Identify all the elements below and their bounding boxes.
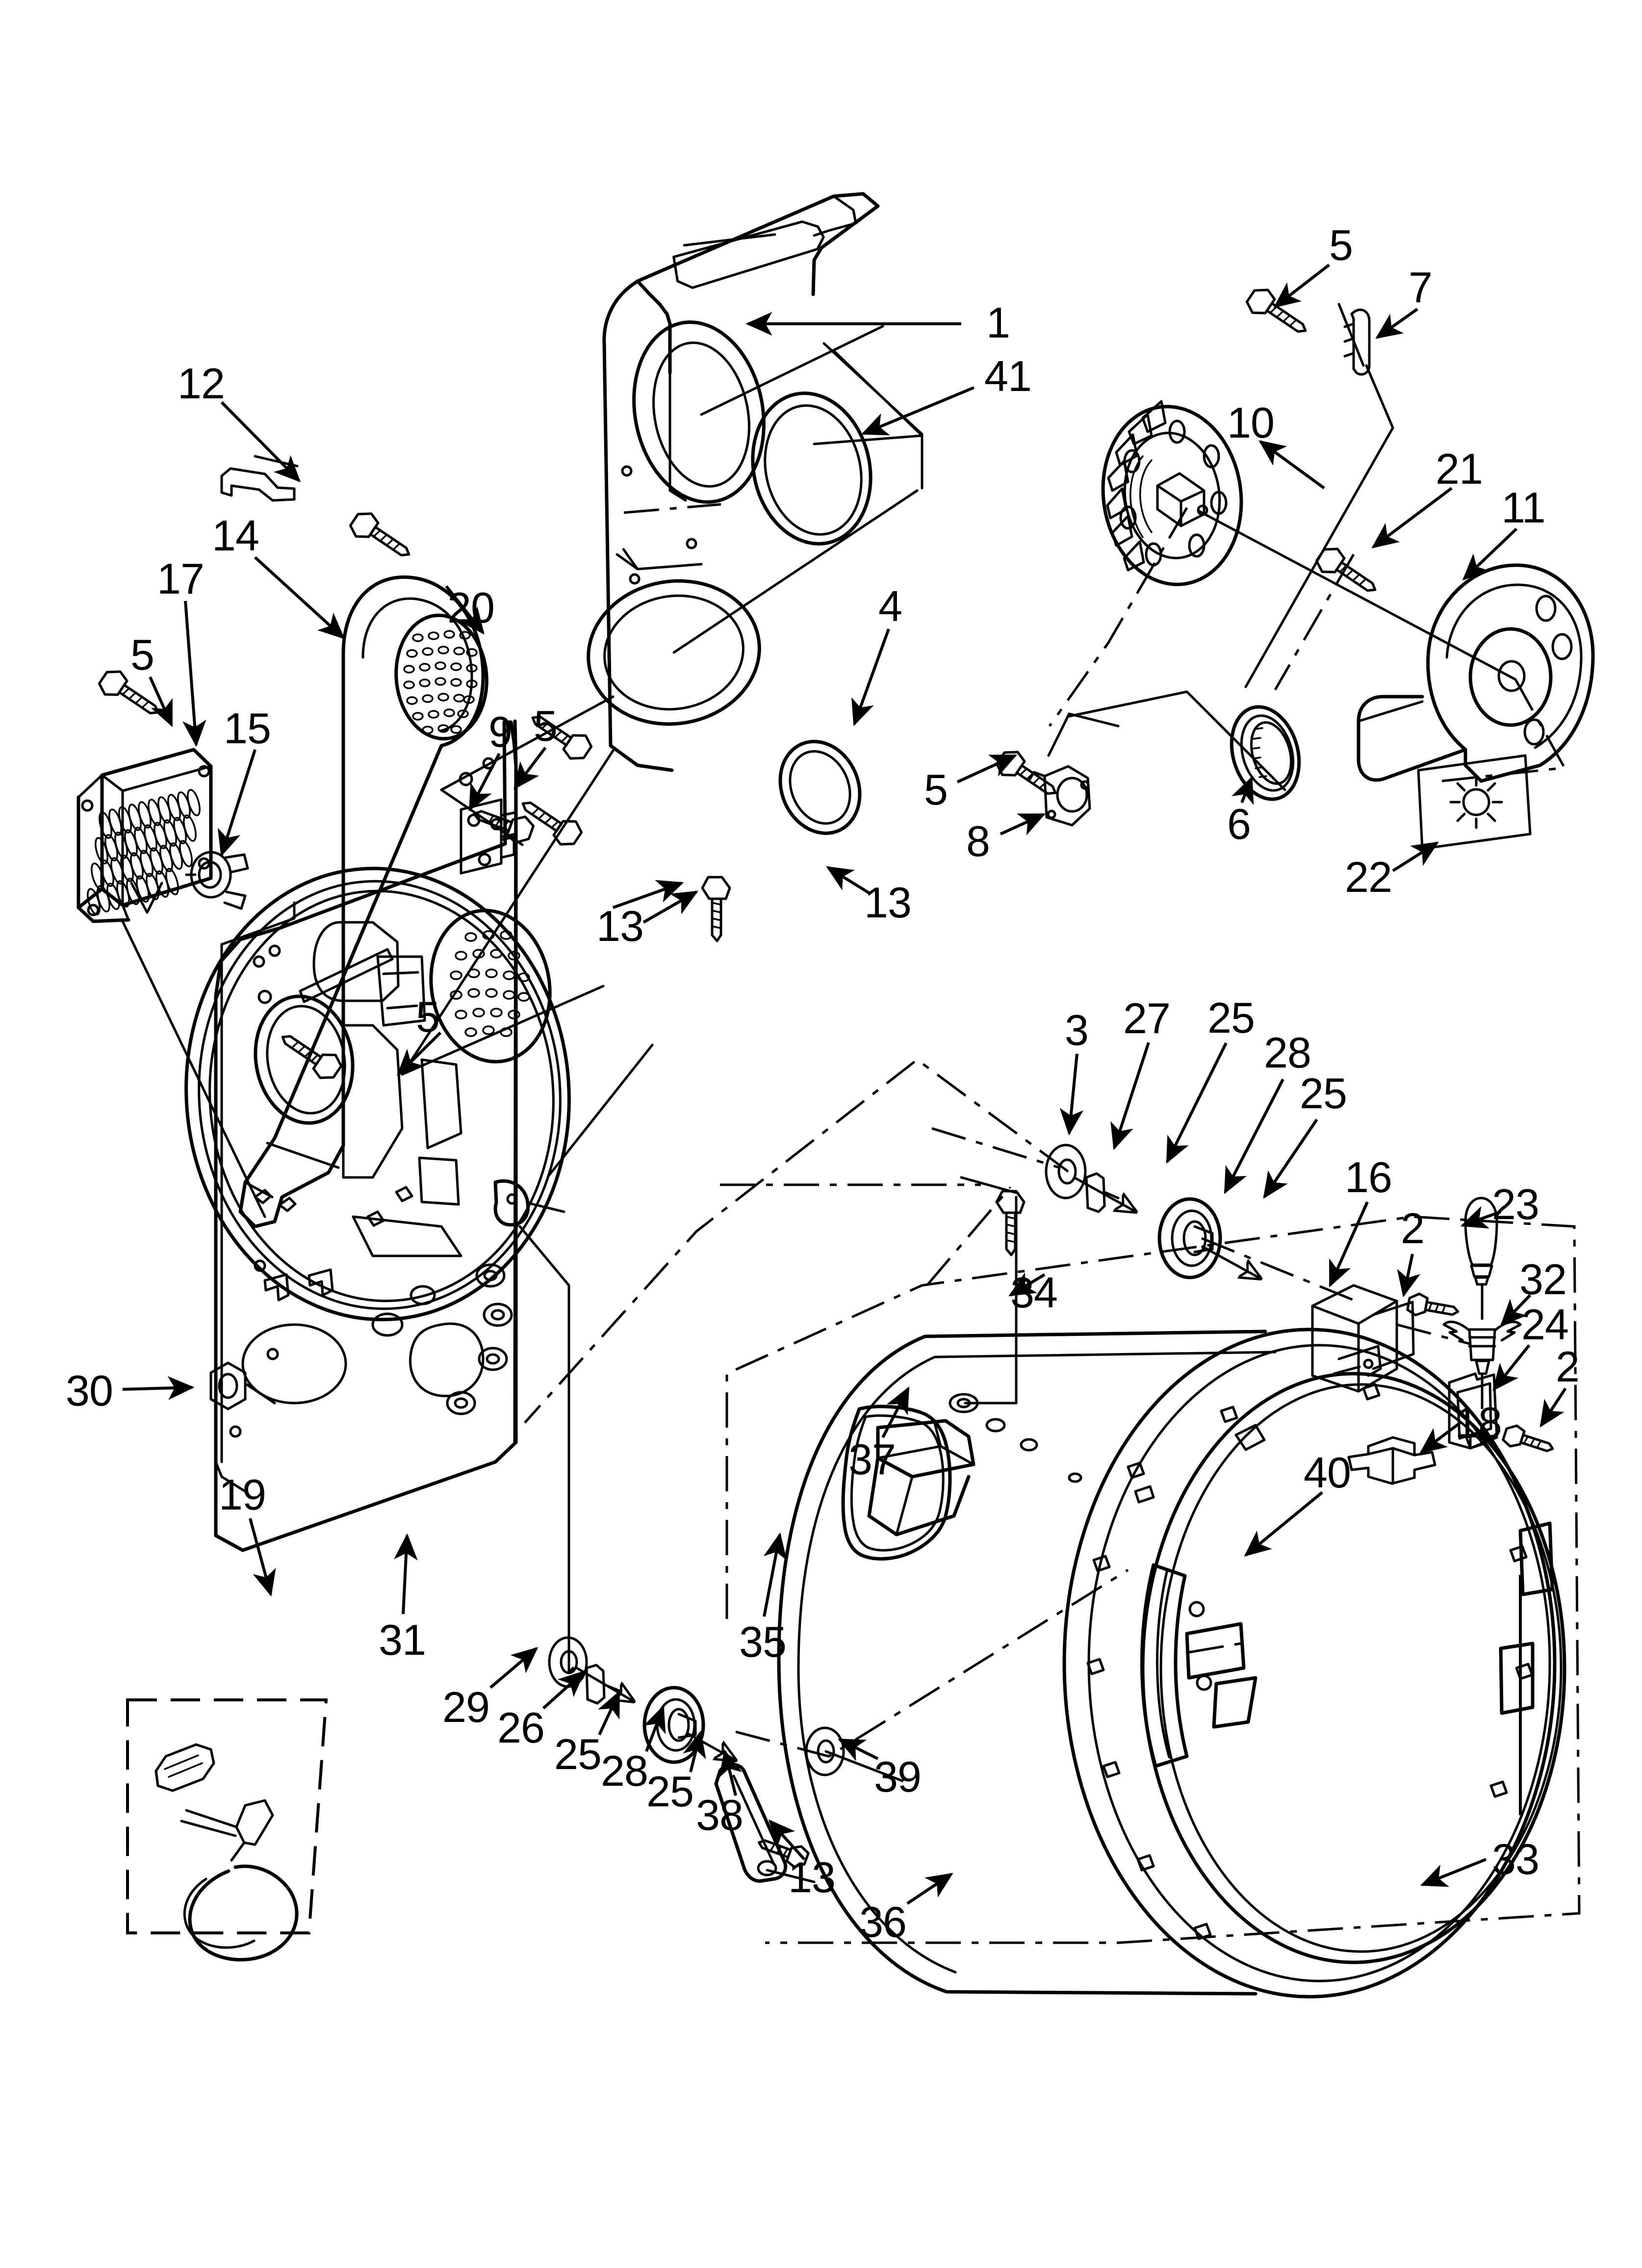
- callout-27-idler-shaft-pin: 27: [1123, 994, 1171, 1043]
- callout-10-blower-wheel: 10: [1227, 398, 1275, 447]
- callout-37-drum-baffle: 37: [848, 1435, 896, 1484]
- part-drum-belt-ring-40: [1140, 1521, 1554, 1768]
- callout-32-lamp-socket: 32: [1519, 1255, 1567, 1303]
- part-nut-30: [209, 1361, 276, 1410]
- callout-22-light-bulb-note: 22: [1345, 853, 1392, 901]
- part-seal-gasket-41: [751, 391, 872, 546]
- callout-13-screw: 13: [788, 1853, 836, 1902]
- part-roller-assembly-upper: [931, 1127, 1260, 1278]
- callout-11-blower-housing: 11: [1501, 483, 1545, 532]
- callout-25-washer: 25: [554, 1730, 602, 1778]
- callout-20-screw: 20: [447, 583, 495, 632]
- callout-24-lamp-shield: 24: [1521, 1300, 1569, 1349]
- callout-26-roller-shaft: 26: [497, 1703, 545, 1752]
- part-light-symbol-22: [1417, 754, 1532, 850]
- callout-8-thermostat: 8: [966, 817, 990, 865]
- callout-6-blower-seal-bearing: 6: [1227, 800, 1251, 848]
- callout-13-screw: 13: [596, 902, 644, 950]
- leader-lines: [122, 263, 1567, 1905]
- callout-21-screw: 21: [1436, 444, 1483, 493]
- callout-29-washer: 29: [442, 1683, 490, 1731]
- part-light-bulb-23: [1464, 1197, 1498, 1286]
- callout-9-terminal-block: 9: [488, 707, 513, 756]
- part-felt-seal-4: [778, 740, 862, 835]
- part-thermostat-8: [1028, 765, 1091, 827]
- callout-39-washer: 39: [874, 1752, 922, 1801]
- callout-7-retainer-clip: 7: [1409, 263, 1433, 312]
- callout-25-washer: 25: [1207, 993, 1255, 1042]
- callout-14-heater-duct-housing: 14: [212, 511, 259, 560]
- callout-23-light-bulb: 23: [1492, 1180, 1539, 1228]
- callout-31-bulkhead-rear-panel: 31: [379, 1616, 426, 1664]
- callout-25-washer: 25: [1300, 1069, 1347, 1118]
- callout-33-drum-felt-seal: 33: [1492, 1835, 1539, 1883]
- callout-4-felt-seal: 4: [878, 582, 902, 630]
- callout-5-screw: 5: [924, 765, 948, 814]
- part-thermal-cutoff-15: [185, 851, 249, 910]
- callout-28-roller-wheel: 28: [1264, 1028, 1311, 1077]
- part-wire-harness-kit-19: [126, 1698, 328, 1962]
- part-drum-35: [777, 1328, 1566, 1999]
- callout-5-screw: 5: [416, 992, 440, 1041]
- callout-38-idler-arm: 38: [696, 1791, 744, 1839]
- callout-19-wire-harness-kit: 19: [219, 1470, 266, 1519]
- part-heater-element-17: [77, 748, 213, 923]
- callout-28-roller-wheel: 28: [601, 1747, 648, 1795]
- callout-3-washer: 3: [1065, 1006, 1089, 1054]
- callout-15-thermal-cutoff: 15: [224, 704, 271, 753]
- part-clip-18: [1347, 1436, 1437, 1485]
- callout-34-screw: 34: [1010, 1268, 1058, 1317]
- callout-17-heater-element-bracket: 17: [157, 554, 205, 603]
- callout-18-clip: 18: [1455, 1398, 1502, 1447]
- callout-13-screw: 13: [864, 878, 912, 927]
- callout-5-screw: 5: [534, 702, 558, 750]
- callout-2-screw: 2: [1556, 1342, 1580, 1391]
- projection-lines: [121, 303, 1581, 1944]
- callout-2-screw: 2: [1401, 1204, 1425, 1252]
- callout-40-drum-belt-ring: 40: [1304, 1448, 1351, 1497]
- part-retainer-clip-7: [1343, 308, 1371, 376]
- callout-30-nut: 30: [66, 1366, 113, 1415]
- callout-25-washer: 25: [646, 1767, 694, 1816]
- callout-41-seal-gasket: 41: [984, 352, 1032, 400]
- callout-5-screw: 5: [1329, 221, 1353, 269]
- callout-16-door-switch: 16: [1345, 1153, 1392, 1201]
- callout-12-bracket-clip: 12: [178, 359, 225, 408]
- callout-35-drum-assembly: 35: [739, 1617, 787, 1666]
- callout-1-bulkhead-front-housing: 1: [986, 298, 1010, 347]
- callout-5-screw: 5: [130, 630, 154, 679]
- part-bulkhead-front-housing: [587, 192, 924, 772]
- callout-36-drum-outer: 36: [859, 1898, 907, 1946]
